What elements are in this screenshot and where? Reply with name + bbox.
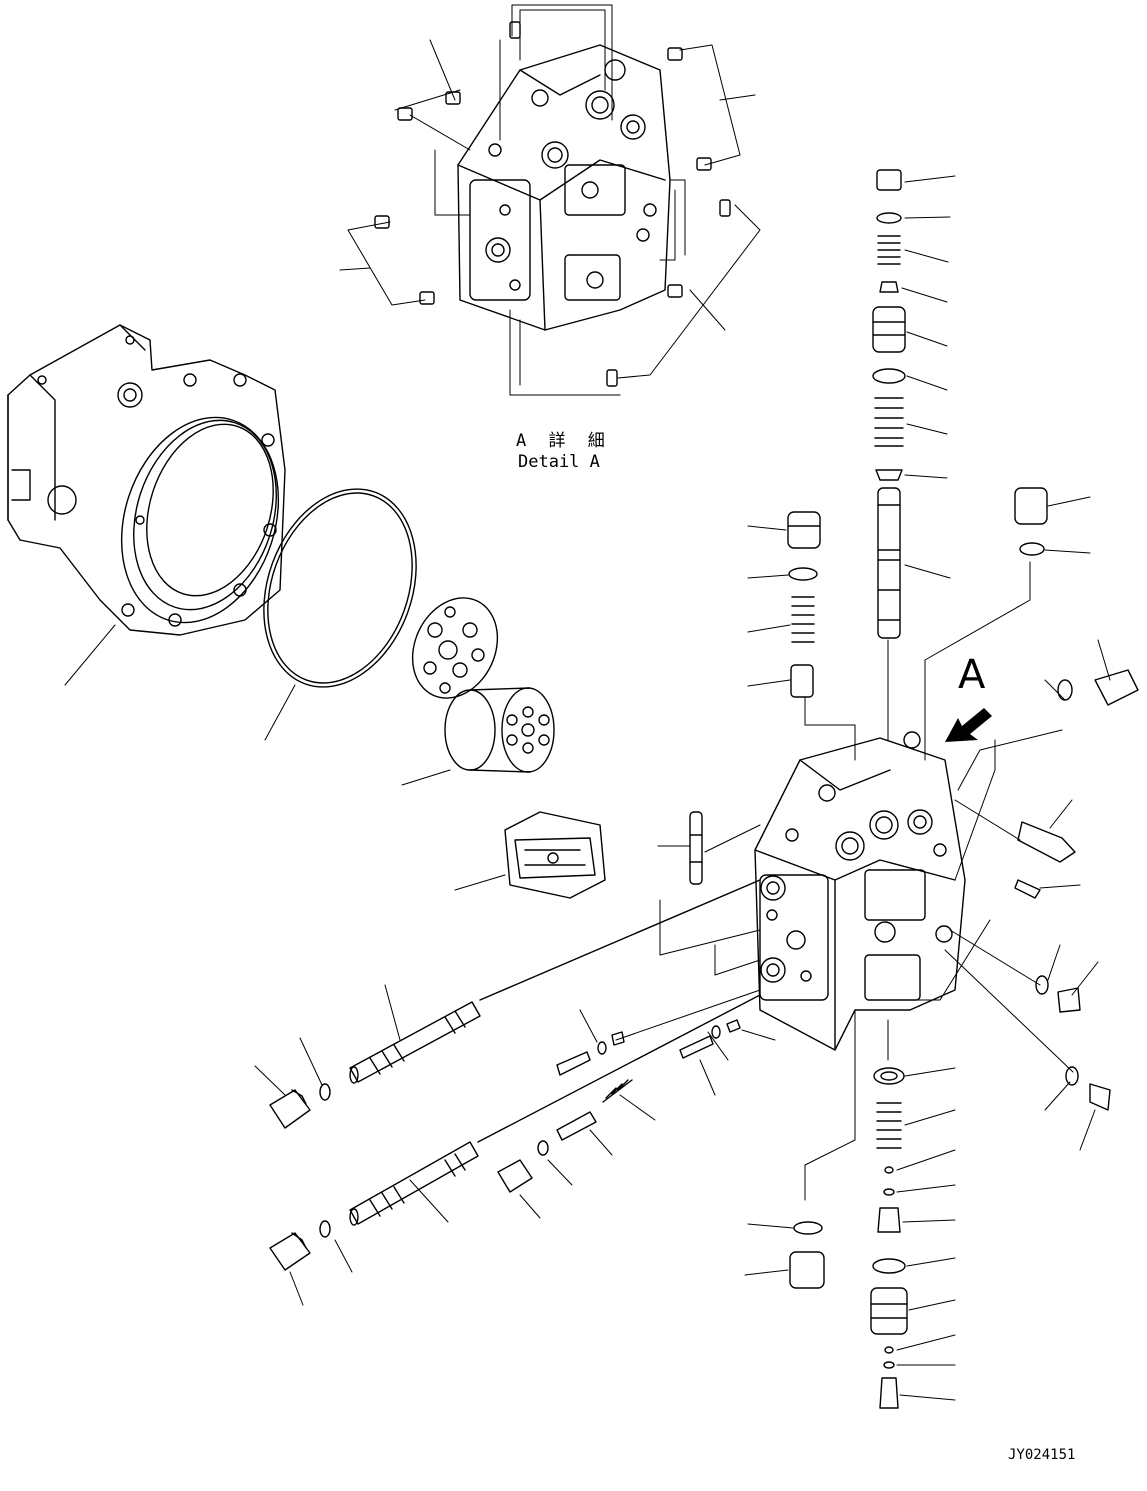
plug-stack-left-leaders <box>747 525 856 761</box>
small-parts-center <box>497 811 741 1193</box>
small-parts-center-leaders <box>519 824 776 1219</box>
drawing-code: JY024151 <box>1008 1447 1076 1463</box>
plug-stack-bottom-leaders <box>804 1009 956 1401</box>
plugs-bottom-left <box>269 1083 331 1271</box>
detail-a-plugs <box>374 21 731 387</box>
view-marker-a: A <box>958 652 986 698</box>
drive-shaft-upper <box>349 879 761 1084</box>
plugs-bottom-left-leaders <box>254 1037 353 1306</box>
large-o-ring-inner <box>267 492 413 684</box>
bottom-left-plugs <box>789 1221 825 1289</box>
swash-plate <box>504 811 606 899</box>
plug-stack-left <box>787 511 821 698</box>
valve-plate <box>411 597 499 699</box>
plugs-right <box>1014 487 1139 1111</box>
main-control-body <box>754 731 966 1051</box>
plug-stack-bottom <box>870 1067 908 1409</box>
detail-caption-jp: A 詳 細 <box>516 431 611 451</box>
large-o-ring <box>263 488 417 688</box>
plug-stack-top-leaders <box>887 175 956 741</box>
housing-leader <box>64 624 116 686</box>
plugs-right-leaders <box>914 496 1111 1151</box>
bottom-left-plug-leaders <box>744 1223 794 1276</box>
cylinder-leader <box>401 769 451 786</box>
detail-a-leaders <box>339 4 761 396</box>
cylinder-block <box>444 687 555 773</box>
o-ring-leader <box>264 684 296 741</box>
swash-leader <box>454 874 506 891</box>
view-arrow <box>945 708 992 742</box>
plug-stack-top <box>872 169 906 639</box>
drive-shaft-lower <box>349 994 761 1226</box>
pump-housing <box>7 324 286 636</box>
detail-caption-en: Detail A <box>518 452 600 472</box>
shaft-leaders <box>384 984 449 1223</box>
detail-a-valve-block <box>457 44 671 331</box>
